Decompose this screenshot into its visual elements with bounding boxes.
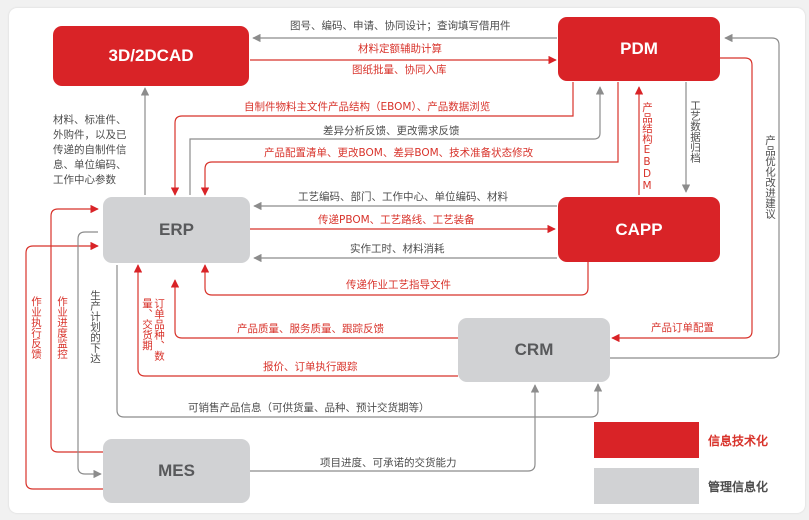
- arrow-erp-to-mes-plan: [77, 231, 102, 479]
- label-mes-crm: 项目进度、可承诺的交货能力: [320, 457, 457, 469]
- legend-swatch-mgmt: [594, 468, 699, 504]
- label-pdm-to-crm: 产品订单配置: [651, 322, 714, 334]
- arrow-crm-to-pdm: [610, 33, 780, 359]
- legend-label-mgmt: 管理信息化: [708, 480, 769, 494]
- arrow-mes-to-erp-monitor: [50, 204, 103, 453]
- node-capp: CAPP: [558, 197, 720, 262]
- arrow-crm-to-erp-order: [133, 264, 458, 377]
- label-erp-mes-plan: 生产计划的下达: [89, 290, 101, 364]
- arrow-pdm-to-crm: [611, 57, 753, 343]
- legend-swatch-tech: [594, 422, 699, 458]
- arrow-pdm-to-erp-ebom: [170, 82, 574, 196]
- label-pdm-to-erp-config: 产品配置清单、更改BOM、差异BOM、技术准备状态修改: [264, 147, 534, 159]
- label-erp-to-cad: 材料、标准件、 外购件，以及已 传递的自制件信 息、单位编码、 工作中心参数: [53, 114, 127, 186]
- arrow-mes-to-erp-exec: [25, 241, 103, 490]
- label-erp-crm-sellable: 可销售产品信息（可供货量、品种、预计交货期等）: [188, 402, 430, 414]
- label-crm-erp-quote: 报价、订单执行跟踪: [263, 361, 358, 373]
- label-pdm-to-erp-ebom: 自制件物料主文件产品结构（EBOM）、产品数据浏览: [244, 101, 491, 113]
- label-cad-pdm-2: 图纸批量、协同入库: [352, 64, 447, 76]
- node-mes: MES: [103, 439, 250, 503]
- node-erp: ERP: [103, 197, 250, 263]
- label-mes-erp-exec: 作业执行反馈: [30, 296, 42, 359]
- legend-label-tech: 信息技术化: [708, 434, 769, 448]
- label-erp-capp-actual: 实作工时、材料消耗: [350, 243, 445, 255]
- arrow-erp-to-crm-sellable: [116, 265, 603, 418]
- node-pdm: PDM: [558, 17, 720, 81]
- label-crm-to-pdm: 产品优化改进建议: [764, 135, 776, 219]
- arrow-crm-to-erp-quality: [170, 279, 458, 339]
- label-crm-erp-quality: 产品质量、服务质量、跟踪反馈: [237, 323, 384, 335]
- node-cad: 3D/2DCAD: [53, 26, 249, 86]
- label-cad-pdm-1: 材料定额辅助计算: [358, 43, 442, 55]
- label-pdm-to-capp: 工艺数据归档: [689, 100, 701, 163]
- label-capp-erp-docs: 传递作业工艺指导文件: [346, 279, 451, 291]
- arrow-mes-to-crm: [250, 384, 540, 472]
- label-pdm-to-cad: 图号、编码、申请、协同设计；查询填写借用件: [290, 20, 511, 32]
- arrow-erp-to-pdm-feedback: [189, 86, 605, 195]
- node-crm: CRM: [458, 318, 610, 382]
- label-crm-erp-order: 订单品种、数量、交货期: [141, 298, 165, 361]
- label-mes-erp-monitor: 作业进度监控: [56, 296, 68, 359]
- label-capp-erp-pbom: 传递PBOM、工艺路线、工艺装备: [318, 214, 475, 226]
- arrow-capp-to-erp-docs: [200, 262, 589, 296]
- label-erp-to-pdm-feedback: 差异分析反馈、更改需求反馈: [323, 125, 460, 137]
- label-erp-capp-codes: 工艺编码、部门、工作中心、单位编码、材料: [298, 191, 508, 203]
- arrow-pdm-to-erp-config: [200, 82, 619, 196]
- label-capp-to-pdm: 产品结构EBDM: [641, 102, 653, 192]
